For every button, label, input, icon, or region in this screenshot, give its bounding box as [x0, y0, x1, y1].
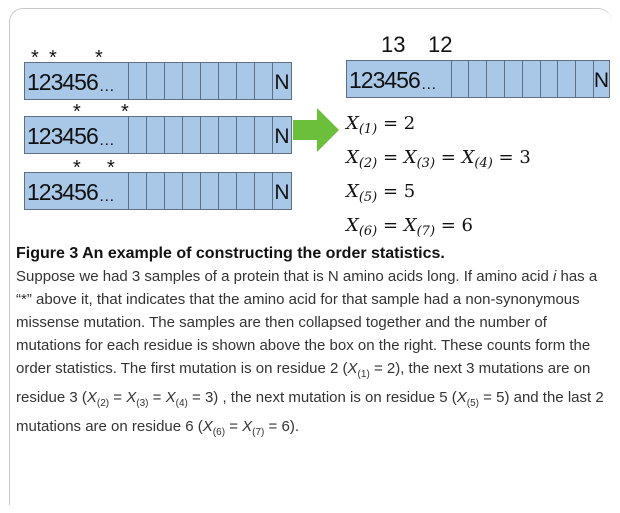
residue-digits: 123456 — [349, 67, 421, 93]
equation-1: X(1) = 2 — [346, 113, 416, 137]
residue-digits: 123456 — [27, 179, 99, 205]
n-label: N — [274, 71, 290, 94]
order-statistics-equations: X(1) = 2 X(2) = X(3) = X(4) = 3 X(5) = 5… — [346, 110, 531, 246]
right-arrow-icon — [293, 108, 339, 152]
equation-4: X(6) = X(7) = 6 — [346, 215, 474, 239]
mutation-star: * — [107, 157, 115, 179]
mutation-star: * — [31, 47, 39, 69]
mutation-count: 12 — [428, 32, 453, 57]
mutation-star: * — [121, 101, 129, 123]
residue-digits: 123456 — [27, 69, 99, 95]
n-label: N — [593, 69, 610, 92]
ellipsis: … — [420, 76, 437, 93]
figure-caption: Figure 3 An example of constructing the … — [16, 245, 612, 444]
figure-panel: * * * 123456… N * * 123456… N * * 123456… — [0, 0, 620, 240]
caption-body: Suppose we had 3 samples of a protein th… — [16, 268, 604, 438]
mutation-star: * — [49, 47, 57, 69]
equation-2: X(2) = X(3) = X(4) = 3 — [346, 147, 531, 171]
mutation-count: 13 — [381, 32, 406, 57]
ellipsis: … — [98, 78, 115, 95]
mutation-star: * — [73, 101, 81, 123]
ellipsis: … — [98, 132, 115, 149]
collapsed-strip: 123456… N — [346, 60, 610, 98]
figure-frame — [9, 8, 612, 505]
equation-3: X(5) = 5 — [346, 181, 416, 205]
mutation-star: * — [73, 157, 81, 179]
sample-strip-2: 123456… N — [24, 116, 292, 154]
caption-title: Figure 3 An example of constructing the … — [16, 245, 445, 262]
n-label: N — [274, 181, 290, 204]
ellipsis: … — [98, 188, 115, 205]
sample-strip-3: 123456… N — [24, 172, 292, 210]
mutation-star: * — [95, 47, 103, 69]
sample-strip-1: 123456… N — [24, 62, 292, 100]
n-label: N — [274, 125, 290, 148]
residue-digits: 123456 — [27, 123, 99, 149]
